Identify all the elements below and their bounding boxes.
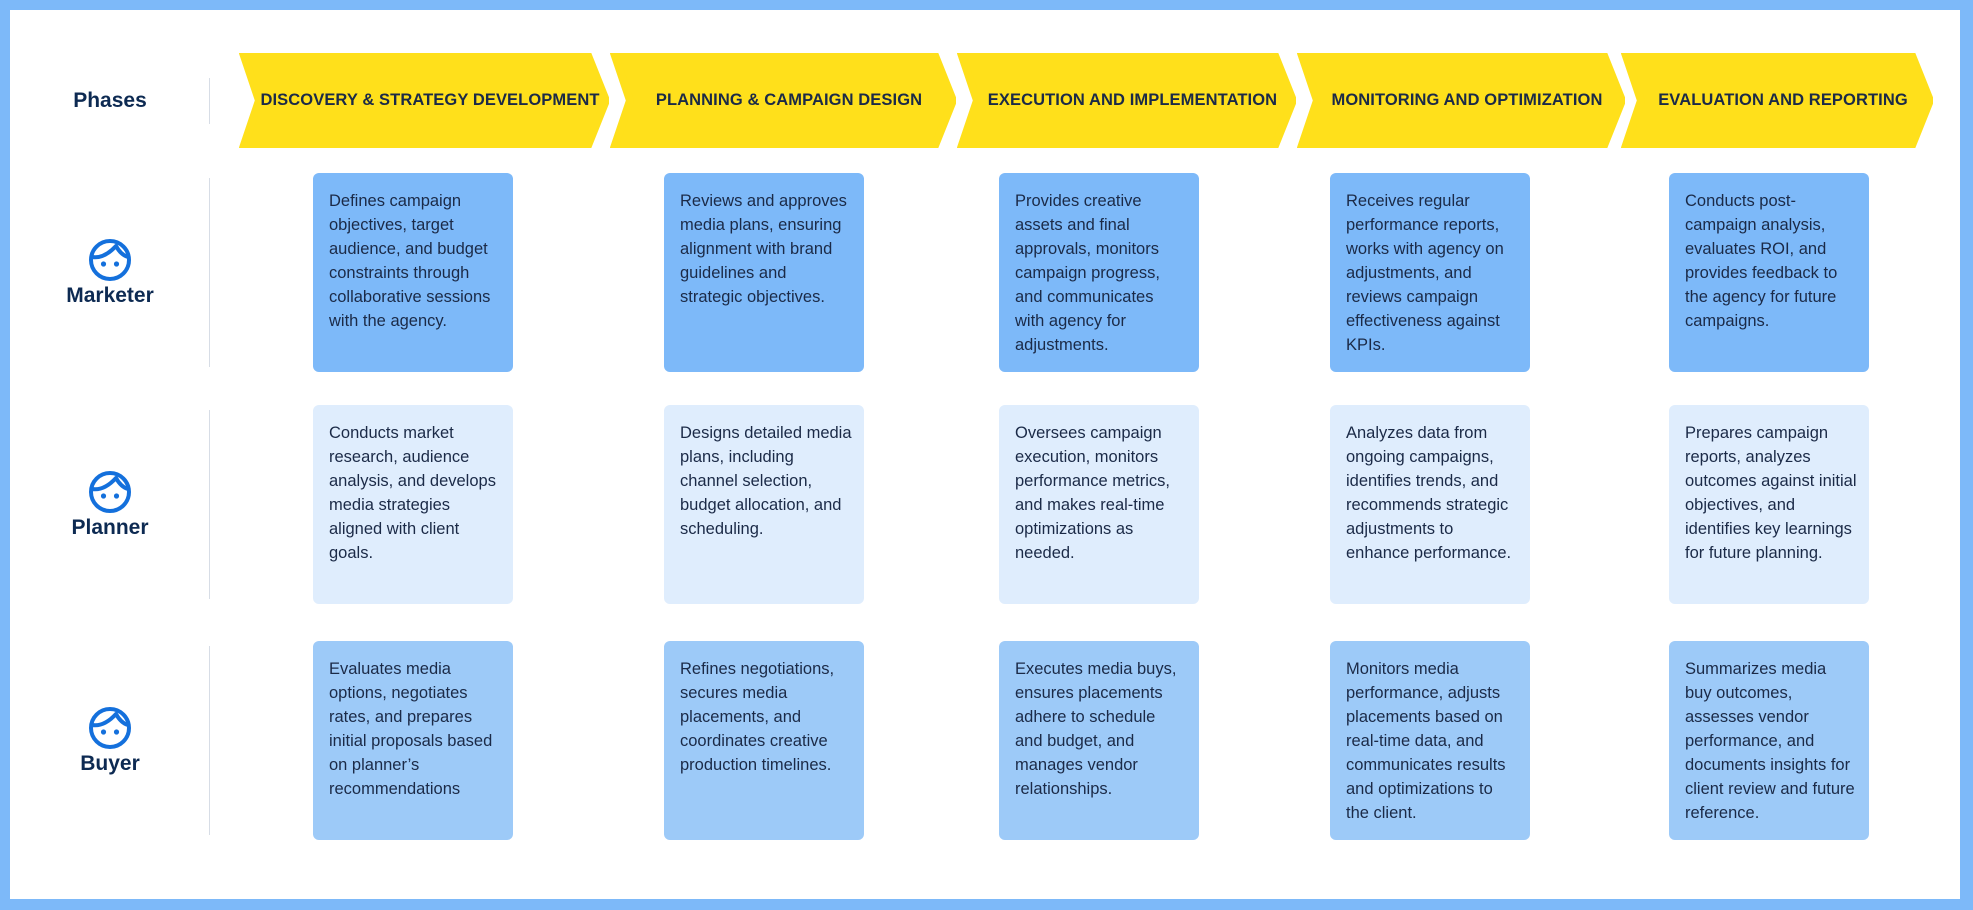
role-name: Marketer [66, 283, 154, 307]
phase-chevron-1: DISCOVERY & STRATEGY DEVELOPMENT [237, 53, 609, 148]
role-planner: Planner [10, 405, 210, 604]
row-divider [209, 410, 210, 599]
row-divider [209, 646, 210, 835]
phase-label: EVALUATION AND REPORTING [1658, 91, 1908, 109]
phase-label: EXECUTION AND IMPLEMENTATION [987, 91, 1278, 109]
planner-card-4: Analyzes data from ongoing campaigns, id… [1330, 405, 1530, 604]
phase-label: DISCOVERY & STRATEGY DEVELOPMENT [260, 91, 600, 109]
marketer-card-5: Conducts post-campaign analysis, evaluat… [1669, 173, 1869, 372]
phase-chevron-3: EXECUTION AND IMPLEMENTATION [955, 53, 1296, 148]
marketer-card-1: Defines campaign objectives, target audi… [313, 173, 513, 372]
buyer-card-5: Summarizes media buy outcomes, assesses … [1669, 641, 1869, 840]
phase-chevron-4: MONITORING AND OPTIMIZATION [1295, 53, 1625, 148]
buyer-card-4: Monitors media performance, adjusts plac… [1330, 641, 1530, 840]
planner-card-3: Oversees campaign execution, monitors pe… [999, 405, 1199, 604]
phase-label: PLANNING & CAMPAIGN DESIGN [655, 91, 923, 109]
phases-row-label: Phases [10, 53, 210, 148]
face-icon [89, 470, 131, 513]
phases-header: Phases [73, 88, 147, 112]
planner-card-2: Designs detailed media plans, including … [664, 405, 864, 604]
marketer-card-4: Receives regular performance reports, wo… [1330, 173, 1530, 372]
phase-label: MONITORING AND OPTIMIZATION [1331, 91, 1603, 109]
face-icon [89, 238, 131, 281]
face-icon [89, 706, 131, 749]
buyer-card-2: Refines negotiations, secures media plac… [664, 641, 864, 840]
phase-chevron-2: PLANNING & CAMPAIGN DESIGN [608, 53, 956, 148]
buyer-card-1: Evaluates media options, negotiates rate… [313, 641, 513, 840]
row-divider [209, 178, 210, 367]
phase-chevron-5: EVALUATION AND REPORTING [1619, 53, 1933, 148]
marketer-card-3: Provides creative assets and final appro… [999, 173, 1199, 372]
journey-map: Phases DISCOVERY & STRATEGY DEVELOPMENT … [10, 10, 1960, 899]
role-buyer: Buyer [10, 641, 210, 840]
role-name: Buyer [80, 751, 140, 775]
role-marketer: Marketer [10, 173, 210, 372]
planner-card-1: Conducts market research, audience analy… [313, 405, 513, 604]
planner-card-5: Prepares campaign reports, analyzes outc… [1669, 405, 1869, 604]
marketer-card-2: Reviews and approves media plans, ensuri… [664, 173, 864, 372]
row-divider [209, 78, 210, 124]
role-name: Planner [71, 515, 149, 539]
buyer-card-3: Executes media buys, ensures placements … [999, 641, 1199, 840]
